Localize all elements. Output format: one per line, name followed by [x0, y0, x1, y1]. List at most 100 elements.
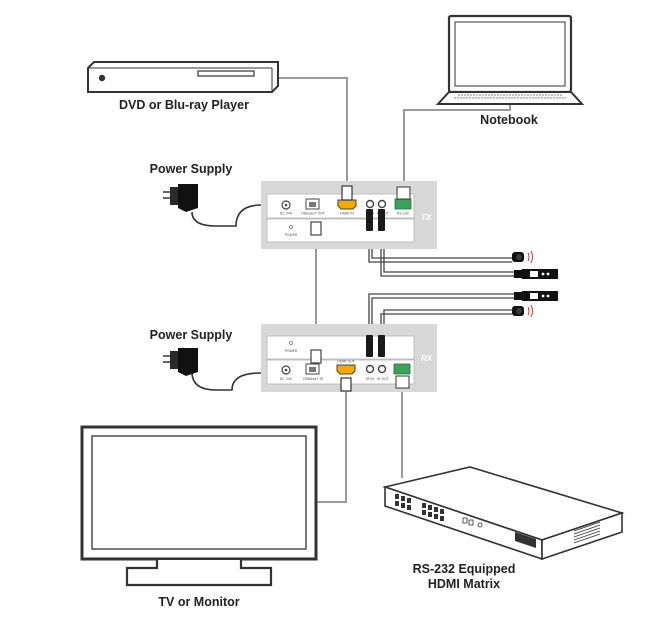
tx-ir-in-plug	[366, 209, 373, 231]
matrix-button	[428, 512, 432, 517]
rx-hdmi-port	[336, 364, 356, 375]
matrix-label-line1: RS-232 Equipped	[413, 562, 516, 576]
tx-port-dc: DC 24V	[280, 212, 293, 216]
rx-ir-out-plug	[378, 335, 385, 357]
rx-rs232-terminal	[393, 363, 411, 375]
ir-blaster-remote	[522, 269, 558, 279]
matrix-vents	[573, 521, 601, 544]
tx-front-power: POWER	[285, 233, 298, 237]
rx-rs232-plug	[395, 375, 410, 389]
tx-ir-out-plug	[378, 209, 385, 231]
matrix-button	[395, 494, 399, 499]
notebook-label: Notebook	[480, 113, 538, 127]
adapter-body	[178, 184, 198, 212]
tv-monitor	[80, 425, 318, 587]
notebook	[435, 14, 585, 105]
tx-ir-in-jack	[365, 199, 375, 209]
ir-blaster-window	[530, 293, 538, 299]
dvd-power-button	[98, 74, 106, 82]
matrix-button	[422, 503, 426, 508]
ir-blaster-dot-b	[546, 294, 550, 298]
rx-rj45-inner	[309, 367, 316, 372]
rx-port-dc: DC 24V	[280, 377, 293, 381]
rx-hdmi-plug	[340, 377, 352, 392]
matrix-button	[422, 510, 426, 515]
ir-blaster-tx	[514, 269, 558, 279]
matrix-button	[395, 501, 399, 506]
ir-blaster-dot-b	[546, 272, 550, 276]
tx-rj45-inner	[309, 202, 316, 207]
tv-label: TV or Monitor	[158, 595, 239, 609]
rx-dc-jack-pin	[284, 368, 288, 372]
tx-dc-jack-pin	[284, 203, 288, 207]
tx-hdmi-port	[337, 199, 357, 210]
cable-rx-to-tv	[316, 390, 347, 503]
ir-devices	[512, 250, 558, 318]
dvd-body	[87, 61, 279, 93]
hdmi-matrix	[382, 466, 625, 561]
matrix-button	[407, 505, 411, 510]
matrix-indicator-a	[462, 517, 468, 524]
adapter-face	[170, 351, 178, 369]
dvd-label: DVD or Blu-ray Player	[119, 98, 249, 112]
tx-port-hdmi: HDMI IN	[340, 212, 354, 216]
rx-ir-in-cable-a	[368, 293, 514, 334]
tx-power-cable	[191, 204, 282, 227]
tx-ir-out-jack	[377, 199, 387, 209]
dvd-disc-tray	[197, 70, 255, 77]
tx-plugs	[310, 185, 411, 236]
power-supply-rx-label: Power Supply	[150, 328, 233, 342]
tx-power-led	[289, 225, 293, 229]
ir-blaster-remote	[522, 291, 558, 301]
tx-rj45-plug	[310, 221, 322, 236]
matrix-label-line2: HDMI Matrix	[428, 577, 500, 591]
cable-notebook-to-tx-rs232	[403, 104, 511, 186]
cable-dvd-to-tx-hdmi	[278, 77, 348, 185]
rx-rj45-plug	[310, 349, 322, 364]
rx-port-hdmi: HDMI OUT	[337, 360, 355, 364]
power-supply-tx	[163, 184, 198, 212]
dvd-player	[87, 61, 279, 93]
adapter-face	[170, 187, 178, 205]
rx-port-hdbaset: HDBaseT IN	[303, 377, 324, 381]
rx-tag: RX	[421, 354, 433, 363]
rx-ir-out-jack	[377, 364, 387, 374]
rx-front-power: POWER	[285, 349, 298, 353]
tx-hdmi-plug	[341, 185, 353, 201]
ir-receiver-eye	[516, 308, 522, 314]
tx-port-rs232: RS-232	[397, 212, 409, 216]
rx-front-face	[266, 335, 415, 360]
ir-blaster-head	[514, 270, 522, 278]
matrix-button	[440, 509, 444, 514]
ir-blaster-dot-a	[541, 294, 545, 298]
ir-blaster-window	[530, 271, 538, 277]
rx-plugs	[310, 335, 410, 392]
matrix-side	[541, 511, 623, 561]
tx-port-hdbaset: HDBaseT OUT	[301, 212, 326, 216]
power-supply-tx-label: Power Supply	[150, 162, 233, 176]
matrix-display	[515, 532, 536, 548]
power-supply-rx	[163, 348, 198, 376]
tx-rs232-plug	[396, 186, 411, 200]
rx-ir-in-plug	[366, 335, 373, 357]
rx-port-ir-out: IR OUT	[377, 377, 390, 381]
rx-power-led	[289, 341, 293, 345]
tv-stand	[125, 560, 273, 587]
matrix-ir-window	[477, 522, 483, 528]
rx-ir-in-jack	[365, 364, 375, 374]
matrix-button	[434, 514, 438, 519]
matrix-button	[440, 516, 444, 521]
matrix-button	[407, 498, 411, 503]
matrix-buttons	[395, 494, 444, 521]
rx-port-ir-in: IR IN	[366, 377, 374, 381]
tx-front-face	[266, 218, 415, 243]
ir-blaster-dot-a	[541, 272, 545, 276]
matrix-button	[401, 496, 405, 501]
matrix-button	[434, 507, 438, 512]
matrix-button	[428, 505, 432, 510]
notebook-display	[454, 21, 566, 87]
ir-receiver-eye	[516, 254, 522, 260]
adapter-body	[178, 348, 198, 376]
ir-receiver-rx	[512, 304, 533, 318]
